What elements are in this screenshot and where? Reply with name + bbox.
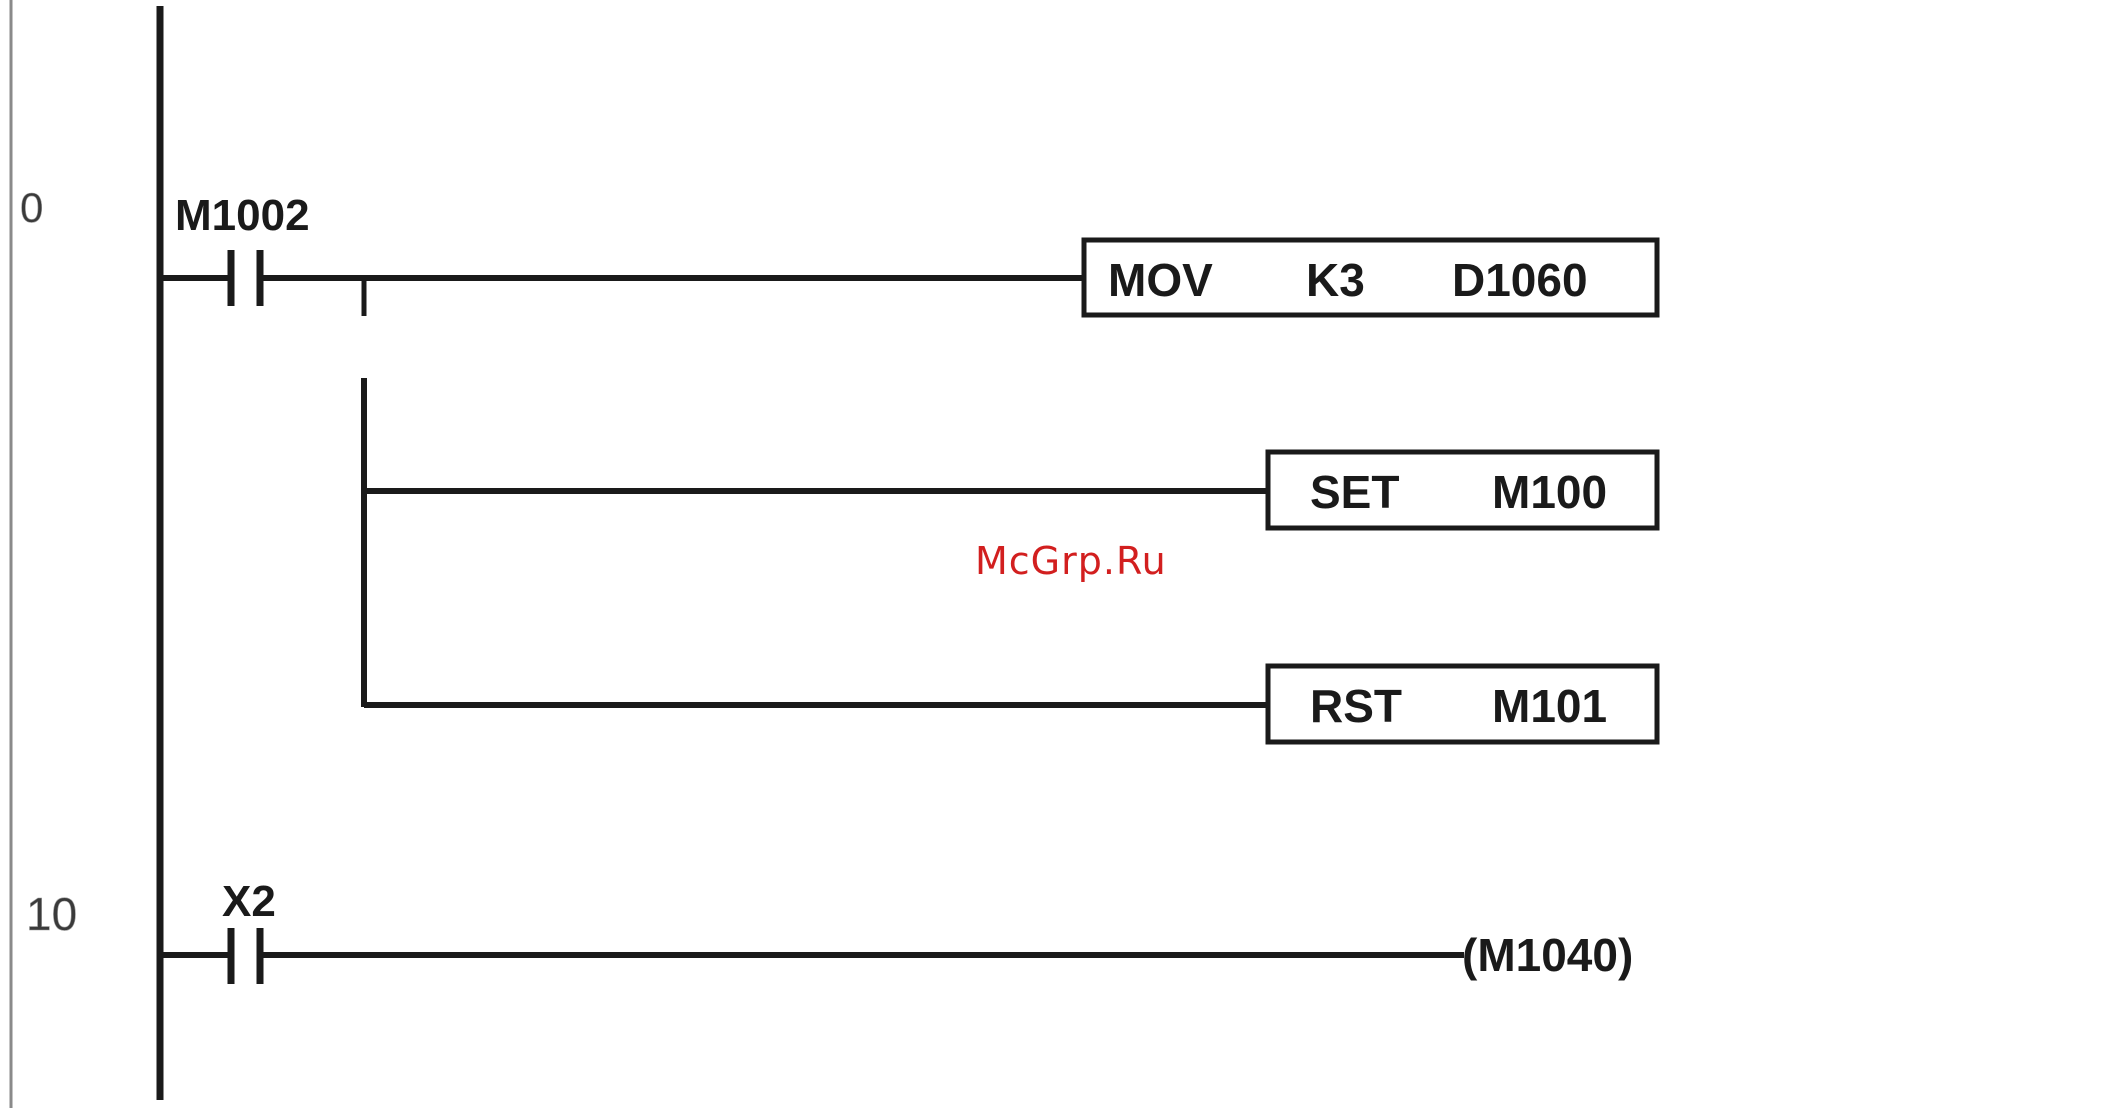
operand-m101: M101 [1492, 680, 1607, 732]
set-instruction-box: SET M100 [1268, 452, 1657, 528]
contact-x2 [231, 928, 260, 984]
contact-m1002 [231, 250, 260, 306]
mov-instruction-box: MOV K3 D1060 [1084, 240, 1657, 315]
contact-label-m1002: M1002 [175, 191, 310, 240]
instruction-set: SET [1310, 466, 1399, 518]
contact-label-x2: X2 [222, 877, 276, 926]
step-number-10: 10 [26, 888, 77, 940]
watermark-text: McGrp.Ru [975, 539, 1167, 583]
step-number-0: 0 [20, 184, 43, 231]
instruction-rst: RST [1310, 680, 1402, 732]
operand-d1060: D1060 [1452, 254, 1588, 306]
operand-m100: M100 [1492, 466, 1607, 518]
instruction-mov: MOV [1108, 254, 1213, 306]
operand-k3: K3 [1306, 254, 1365, 306]
rst-instruction-box: RST M101 [1268, 666, 1657, 742]
coil-m1040: (M1040) [1462, 929, 1633, 981]
